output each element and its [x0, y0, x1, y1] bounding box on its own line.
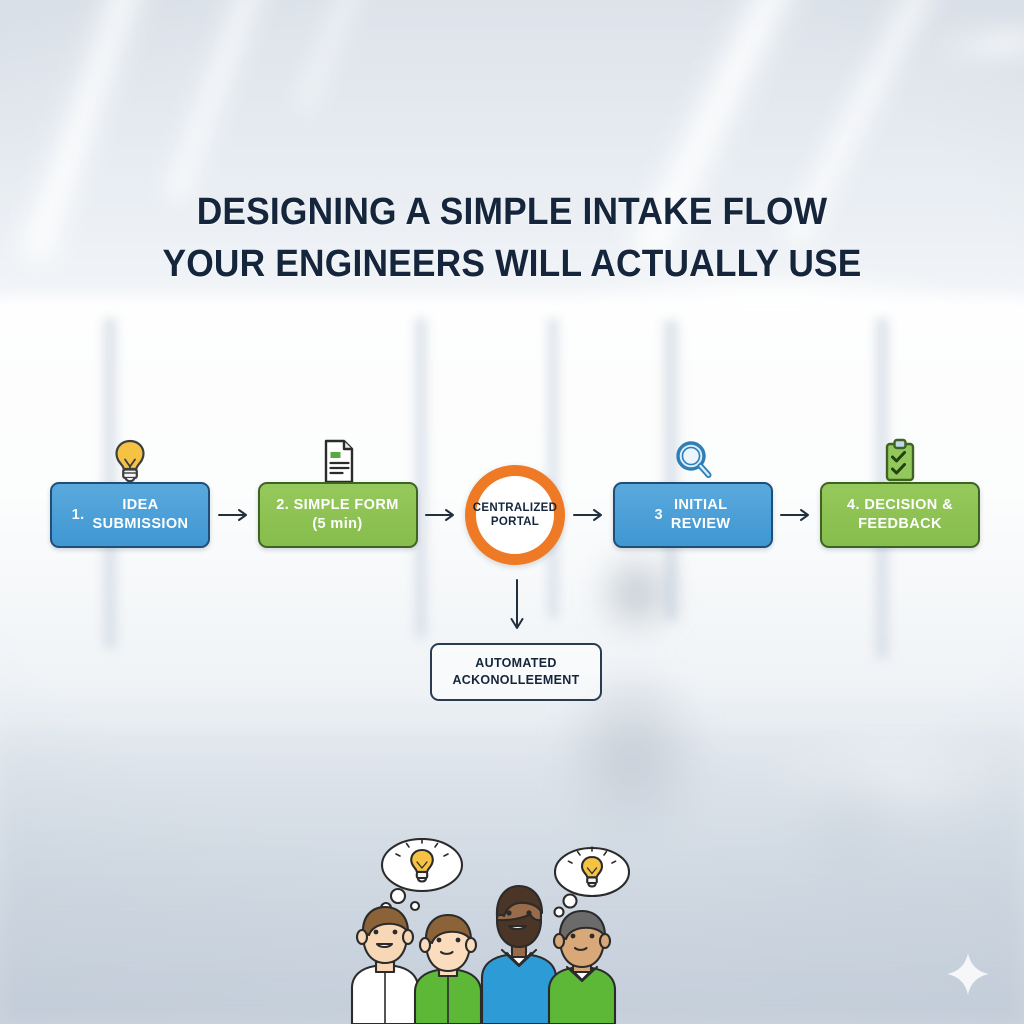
thought-bubble-right — [553, 846, 631, 918]
flow-arrow — [214, 507, 254, 523]
branch-arrow-down — [509, 578, 525, 636]
person-3 — [480, 884, 558, 1024]
step-label-line-1: 4. DECISION & — [847, 497, 953, 513]
step-label: 2. SIMPLE FORM (5 min) — [276, 496, 398, 534]
step-label-line-2: SUBMISSION — [92, 516, 189, 532]
flow-node-simple-form[interactable]: 2. SIMPLE FORM (5 min) — [257, 439, 418, 548]
thought-bubble-left — [379, 837, 464, 915]
portal-label-line-2: PORTAL — [490, 516, 540, 528]
step-number: 1. — [71, 506, 85, 523]
title-line-1: DESIGNING A SIMPLE INTAKE FLOW — [196, 191, 828, 233]
flow-node-idea-submission[interactable]: 1. IDEA SUBMISSION — [50, 439, 210, 548]
acknowledgement-line-2: ACKONOLLEEMENT — [452, 673, 580, 687]
step-label: INITIAL REVIEW — [671, 496, 731, 534]
step-label: 4. DECISION & FEEDBACK — [847, 496, 953, 534]
step-box-decision-feedback[interactable]: 4. DECISION & FEEDBACK — [820, 482, 980, 548]
person-4 — [547, 909, 617, 1024]
flow-arrow — [776, 507, 816, 523]
step-number: 3 — [654, 506, 663, 523]
step-label-line-2: REVIEW — [670, 516, 731, 532]
person-2 — [413, 913, 483, 1024]
portal-label-line-1: CENTRALIZED — [472, 502, 558, 514]
flow-arrow — [421, 507, 461, 523]
step-label-line-2: FEEDBACK — [858, 516, 942, 532]
portal-label: CENTRALIZED PORTAL — [473, 501, 557, 529]
flow-node-decision-feedback[interactable]: 4. DECISION & FEEDBACK — [820, 438, 980, 548]
step-label-line-1: INITIAL — [673, 497, 728, 513]
title-line-2: YOUR ENGINEERS WILL ACTUALLY USE — [162, 243, 862, 285]
step-box-idea-submission[interactable]: 1. IDEA SUBMISSION — [50, 482, 210, 548]
flow-node-initial-review[interactable]: 3 INITIAL REVIEW — [612, 441, 773, 548]
intake-flow-diagram: 1. IDEA SUBMISSION — [50, 438, 980, 590]
step-label-line-2: (5 min) — [312, 516, 363, 532]
acknowledgement-label: AUTOMATED ACKONOLLEEMENT — [452, 655, 579, 689]
step-label-line-1: 2. SIMPLE FORM — [276, 497, 399, 513]
four-engineers-group-illustration — [330, 837, 680, 1024]
person-1 — [350, 905, 420, 1024]
centralized-portal-ring[interactable]: CENTRALIZED PORTAL — [465, 465, 565, 565]
clipboard-check-icon — [879, 438, 921, 486]
automated-acknowledgement-box[interactable]: AUTOMATED ACKONOLLEEMENT — [430, 643, 602, 701]
flow-node-centralized-portal[interactable]: CENTRALIZED PORTAL — [465, 465, 565, 565]
window-mullion — [412, 318, 430, 638]
step-label: IDEA SUBMISSION — [93, 496, 189, 534]
lightbulb-icon — [109, 438, 151, 486]
step-box-simple-form[interactable]: 2. SIMPLE FORM (5 min) — [257, 482, 418, 548]
magnifier-icon — [672, 438, 714, 486]
flow-arrow — [569, 507, 609, 523]
acknowledgement-line-1: AUTOMATED — [475, 656, 557, 670]
page-title: DESIGNING A SIMPLE INTAKE FLOW YOUR ENGI… — [36, 186, 988, 290]
step-box-initial-review[interactable]: 3 INITIAL REVIEW — [612, 482, 773, 548]
step-label-line-1: IDEA — [122, 497, 159, 513]
document-icon — [317, 438, 359, 486]
sparkle-icon — [944, 950, 992, 998]
